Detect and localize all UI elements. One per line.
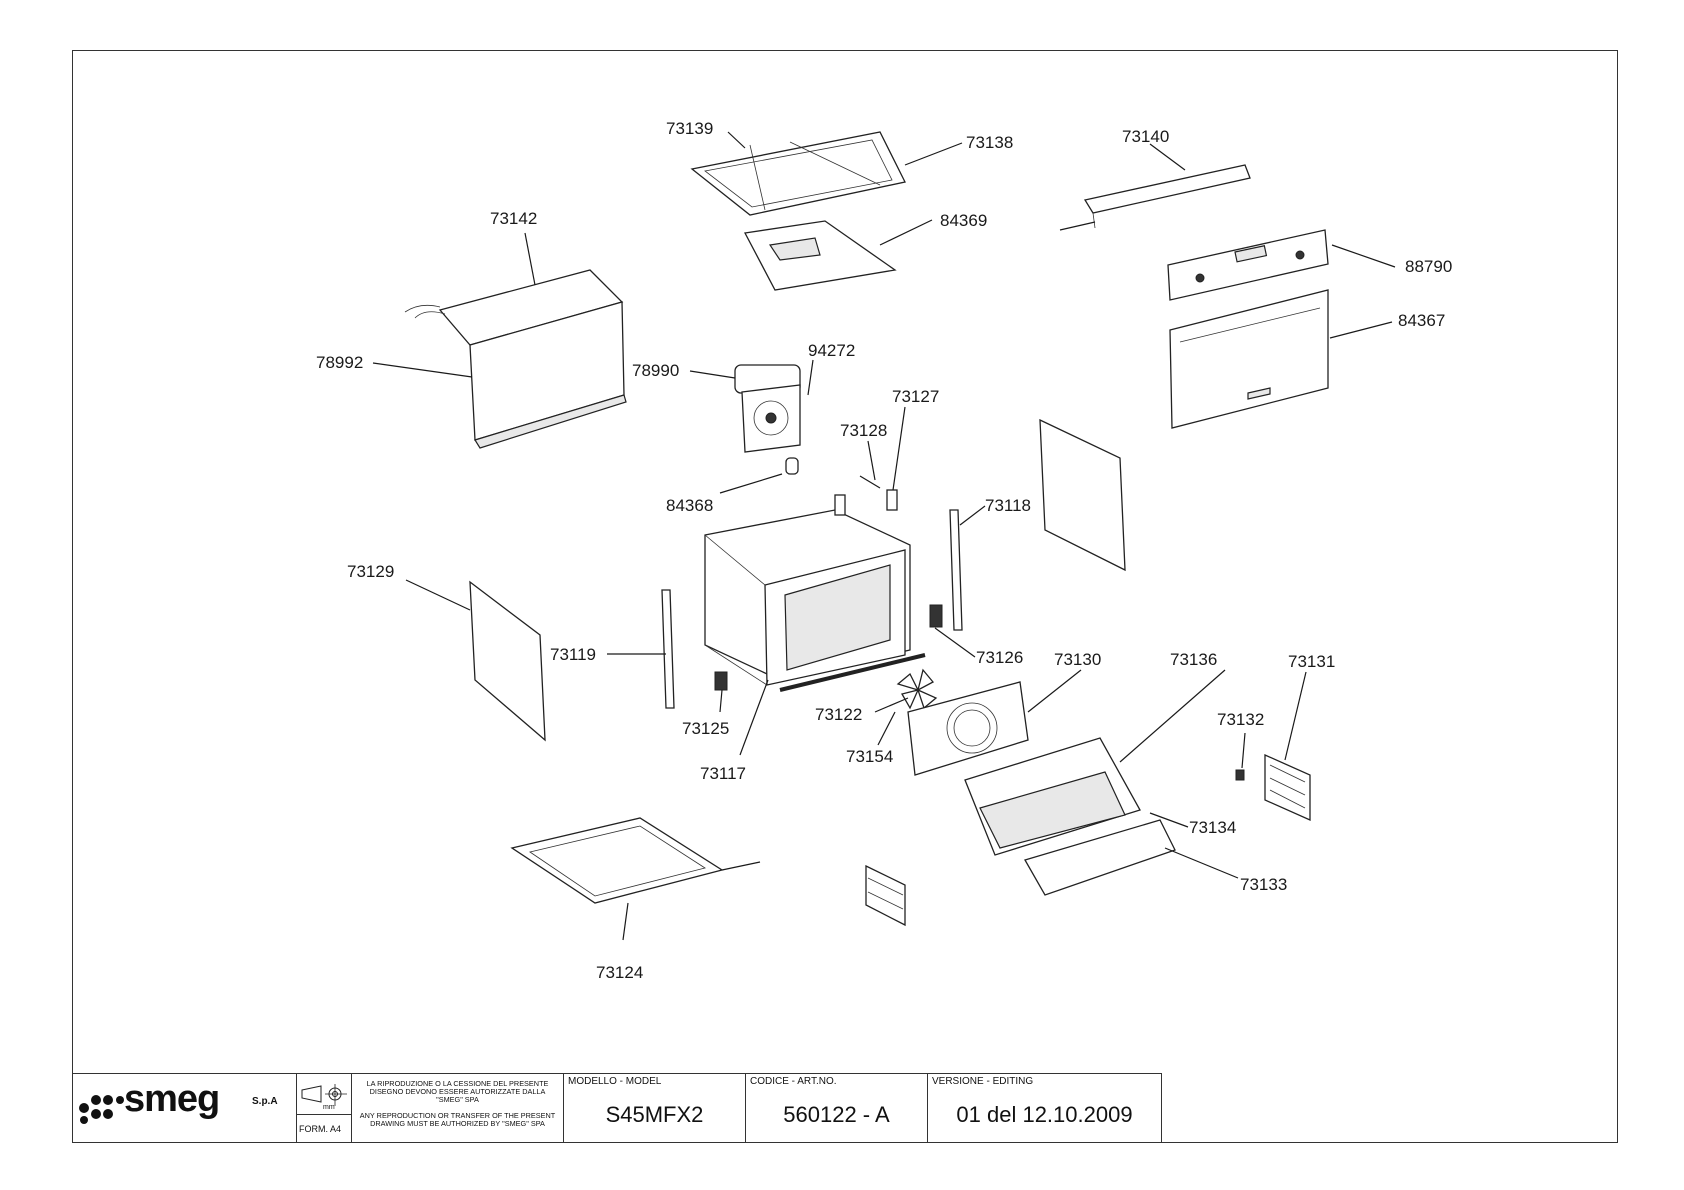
part-label: 84368 (666, 496, 713, 515)
part-label: 73133 (1240, 875, 1287, 894)
copyright-notice: LA RIPRODUZIONE O LA CESSIONE DEL PRESEN… (352, 1073, 564, 1143)
part-label: 73134 (1189, 818, 1236, 837)
part-brackets (859, 475, 898, 511)
part-label: 78992 (316, 353, 363, 372)
part-oven-cavity (704, 494, 911, 686)
notice-italian: LA RIPRODUZIONE O LA CESSIONE DEL PRESEN… (366, 1079, 549, 1104)
part-label: 94272 (808, 341, 855, 360)
part-label: 73118 (985, 496, 1031, 515)
part-back-panel (907, 681, 1029, 776)
part-label: 73132 (1217, 710, 1264, 729)
part-label: 73136 (1170, 650, 1217, 669)
part-label: 73138 (966, 133, 1013, 152)
smeg-logo-dots-icon (79, 1095, 124, 1124)
part-label: 73154 (846, 747, 893, 766)
brand-suffix: S.p.A (252, 1096, 278, 1107)
part-label: 84369 (940, 211, 987, 230)
model-cell: MODELLO - MODEL S45MFX2 (564, 1073, 746, 1143)
part-side-panel-left (469, 580, 546, 742)
part-fan-blade (896, 668, 938, 710)
leader-lines (372, 131, 1396, 941)
part-bottom-panel (510, 817, 761, 904)
notice-english: ANY REPRODUCTION OR TRANSFER OF THE PRES… (359, 1111, 556, 1128)
part-side-panel-right (1039, 418, 1126, 572)
part-right-rail (949, 509, 963, 631)
part-label: 73117 (700, 764, 746, 783)
part-label: 73124 (596, 963, 643, 982)
part-label: 88790 (1405, 257, 1452, 276)
part-top-frame (690, 131, 906, 216)
part-gasket-and-trays (964, 737, 1176, 896)
unit-divider (297, 1114, 351, 1115)
part-hinges (714, 604, 943, 691)
model-value: S45MFX2 (605, 1102, 704, 1127)
part-fan-motor (734, 364, 801, 453)
version-caption: VERSIONE - EDITING (932, 1076, 1034, 1087)
code-cell: CODICE - ART.NO. 560122 - A (746, 1073, 928, 1143)
part-cover-panel (404, 269, 627, 449)
part-lamp (785, 457, 799, 475)
part-label: 73131 (1288, 652, 1335, 671)
part-control-profile (1059, 164, 1251, 231)
version-value: 01 del 12.10.2009 (956, 1102, 1133, 1127)
projection-symbol-icon (301, 1084, 347, 1106)
part-label: 73127 (892, 387, 939, 406)
part-label: 73126 (976, 648, 1023, 667)
part-label: 73140 (1122, 127, 1169, 146)
part-top-tray (743, 220, 897, 291)
drawing-frame (72, 50, 1618, 1143)
part-left-rail (661, 589, 675, 709)
unit-label: mm (323, 1104, 335, 1111)
format-label: FORM. A4 (299, 1124, 342, 1134)
code-caption: CODICE - ART.NO. (750, 1076, 837, 1087)
part-labels: 73139 73138 73140 73142 84369 88790 8436… (316, 119, 1452, 982)
part-label: 73125 (682, 719, 729, 738)
part-door (1169, 289, 1329, 429)
part-label: 78990 (632, 361, 679, 380)
part-label: 73130 (1054, 650, 1101, 669)
version-cell: VERSIONE - EDITING 01 del 12.10.2009 (928, 1073, 1162, 1143)
part-rod (779, 653, 926, 692)
unit-cell: mm FORM. A4 (297, 1073, 352, 1143)
model-caption: MODELLO - MODEL (568, 1076, 662, 1087)
brand-logo: smeg (124, 1078, 220, 1120)
part-control-panel (1167, 229, 1329, 301)
part-label: 73122 (815, 705, 862, 724)
part-label: 73139 (666, 119, 713, 138)
code-value: 560122 - A (783, 1102, 890, 1127)
part-label: 73142 (490, 209, 537, 228)
part-label: 73128 (840, 421, 887, 440)
title-block: smeg S.p.A mm FORM. A4 LA RIPRODUZIONE O… (72, 1073, 1162, 1143)
part-label: 84367 (1398, 311, 1445, 330)
part-label: 73129 (347, 562, 394, 581)
part-side-grids (865, 753, 1311, 927)
logo-cell: smeg S.p.A (72, 1073, 297, 1143)
part-label: 73119 (550, 645, 596, 664)
